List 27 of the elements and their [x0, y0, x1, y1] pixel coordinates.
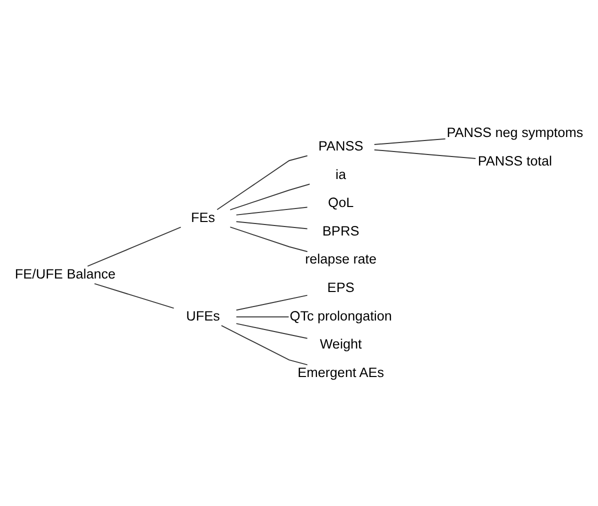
connector [236, 322, 308, 338]
connector [236, 316, 290, 317]
node-text: Emergent AEs [298, 364, 384, 380]
node-text: UFEs [186, 308, 220, 323]
node-text: ia [336, 166, 346, 182]
connector [87, 226, 182, 266]
node-text: PANSS [318, 138, 364, 154]
node-text: FEs [191, 209, 216, 224]
connector [94, 282, 174, 308]
node-text: PANSS total [478, 152, 552, 168]
connector [236, 220, 308, 229]
connector [230, 183, 310, 210]
node-text: QTc prolongation [290, 308, 392, 323]
node-text: EPS [327, 280, 354, 295]
node-text: Weight [320, 336, 362, 352]
connector [236, 206, 308, 215]
node-text: relapse rate [305, 251, 377, 266]
connector [236, 294, 308, 310]
connector [374, 138, 446, 145]
node-text: QoL [328, 194, 354, 210]
node-text: BPRS [322, 222, 360, 238]
connector [230, 226, 308, 252]
connector [216, 154, 308, 210]
connector [374, 148, 476, 159]
node-text: PANSS neg symptoms [446, 124, 584, 140]
node-text: FE/UFE Balance [14, 266, 116, 281]
connector [220, 324, 308, 365]
